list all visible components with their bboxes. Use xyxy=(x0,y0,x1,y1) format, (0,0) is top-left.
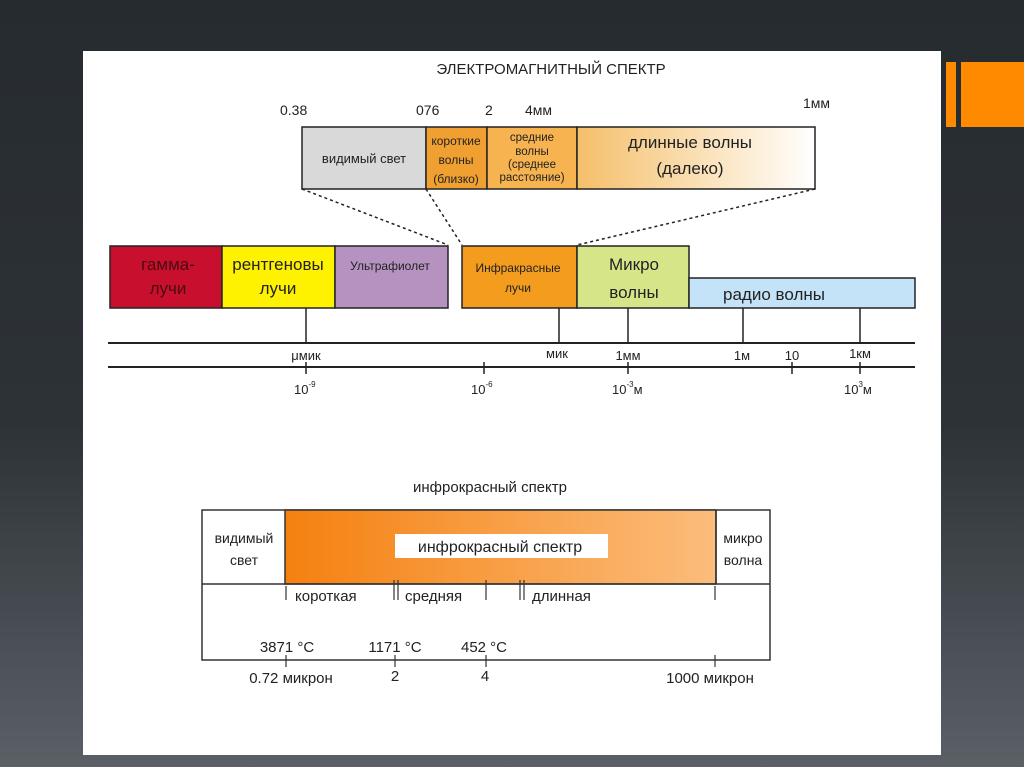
ir-sub-ticks xyxy=(285,580,716,667)
accent-bar-wide xyxy=(961,62,1024,127)
svg-text:волны: волны xyxy=(515,146,548,158)
scale-label: 4мм xyxy=(525,102,552,118)
micro-label: Микро xyxy=(609,255,659,274)
scale-label: 2 xyxy=(485,102,493,118)
ir-detail-bar xyxy=(301,126,816,190)
band-xray xyxy=(221,245,336,309)
svg-text:(далеко): (далеко) xyxy=(656,159,723,178)
accent-bar-thin xyxy=(946,62,956,127)
svg-text:103м: 103м xyxy=(844,380,872,397)
band-uv xyxy=(334,245,449,309)
svg-text:4: 4 xyxy=(481,668,489,685)
em-title: ЭЛЕКТРОМАГНИТНЫЙ СПЕКТР xyxy=(436,60,665,78)
zoom-connector-lines xyxy=(301,188,816,246)
ir-label: Инфракрасные xyxy=(476,261,561,275)
svg-text:расстояние): расстояние) xyxy=(499,172,564,184)
band-mid-label: средние волны (среднее расстояние) xyxy=(499,132,564,184)
micro-label: волны xyxy=(609,283,658,302)
ir-detail-scale: 0.38 076 2 4мм 1мм xyxy=(280,95,830,118)
radio-label: радио волны xyxy=(723,285,825,304)
svg-text:короткие: короткие xyxy=(431,134,481,148)
band-ir xyxy=(461,245,578,309)
scale-top-labels: μмик мик 1мм 1м 10 1км xyxy=(291,346,871,363)
svg-text:мик: мик xyxy=(546,346,568,361)
band-radio xyxy=(688,277,916,309)
svg-text:10-9: 10-9 xyxy=(294,380,316,397)
ir-micro-label: волна xyxy=(724,552,763,568)
xray-label: рентгеновы xyxy=(232,255,323,274)
svg-text:452 °C: 452 °C xyxy=(461,639,507,656)
svg-text:10-6: 10-6 xyxy=(471,380,493,397)
svg-text:1171 °C: 1171 °C xyxy=(368,639,421,656)
band-mid xyxy=(486,126,578,190)
svg-text:10-3м: 10-3м xyxy=(612,380,643,397)
svg-text:1км: 1км xyxy=(849,346,871,361)
svg-text:3871 °C: 3871 °C xyxy=(260,639,315,656)
ir-center-label-bg xyxy=(395,534,608,558)
xray-label: лучи xyxy=(260,279,297,298)
band-micro xyxy=(576,245,690,309)
ir-temperature-labels: 3871 °C 1171 °C 452 °C xyxy=(260,639,507,656)
svg-text:(близко): (близко) xyxy=(433,172,479,186)
scale-bottom-labels: 10-9 10-6 10-3м 103м xyxy=(294,380,872,397)
ir-visible-label: свет xyxy=(230,552,259,568)
svg-text:короткая: короткая xyxy=(295,588,357,605)
svg-text:1000 микрон: 1000 микрон xyxy=(666,670,754,687)
ir-title: инфрокрасный спектр xyxy=(413,479,567,496)
svg-text:длинная: длинная xyxy=(532,588,591,605)
scale-label: 1мм xyxy=(803,95,830,111)
ir-sub-labels: короткая средняя длинная xyxy=(295,588,591,605)
svg-text:волны: волны xyxy=(439,153,474,167)
scale-label: 0.38 xyxy=(280,102,307,118)
svg-text:μмик: μмик xyxy=(291,348,321,363)
svg-text:средняя: средняя xyxy=(405,588,462,605)
scale-label: 076 xyxy=(416,102,440,118)
svg-text:средние: средние xyxy=(510,132,554,144)
ir-wavelength-labels: 0.72 микрон 2 4 1000 микрон xyxy=(249,668,754,687)
svg-text:0.72 микрон: 0.72 микрон xyxy=(249,670,333,687)
ir-micro-label: микро xyxy=(723,530,762,546)
band-short xyxy=(425,126,488,190)
svg-text:длинные волны: длинные волны xyxy=(628,133,752,152)
uv-label: Ультрафиолет xyxy=(350,259,430,273)
band-long-label: длинные волны (далеко) xyxy=(628,133,752,178)
band-short-label: короткие волны (близко) xyxy=(431,134,481,186)
band-long xyxy=(576,126,816,190)
band-visible-label: видимый свет xyxy=(322,151,406,166)
ir-visible-label: видимый xyxy=(215,530,274,546)
svg-text:10: 10 xyxy=(785,348,799,363)
band-visible xyxy=(301,126,427,190)
svg-text:(среднее: (среднее xyxy=(508,159,556,171)
wavelength-axis xyxy=(108,308,915,374)
ir-center-label: инфрокрасный спектр xyxy=(418,539,582,556)
main-bands xyxy=(109,245,916,309)
gamma-label: гамма- xyxy=(141,255,195,274)
band-gamma xyxy=(109,245,223,309)
svg-text:1м: 1м xyxy=(734,348,750,363)
gamma-label: лучи xyxy=(150,279,187,298)
svg-text:1мм: 1мм xyxy=(615,348,640,363)
svg-text:2: 2 xyxy=(391,668,399,685)
ir-label: лучи xyxy=(505,281,531,295)
